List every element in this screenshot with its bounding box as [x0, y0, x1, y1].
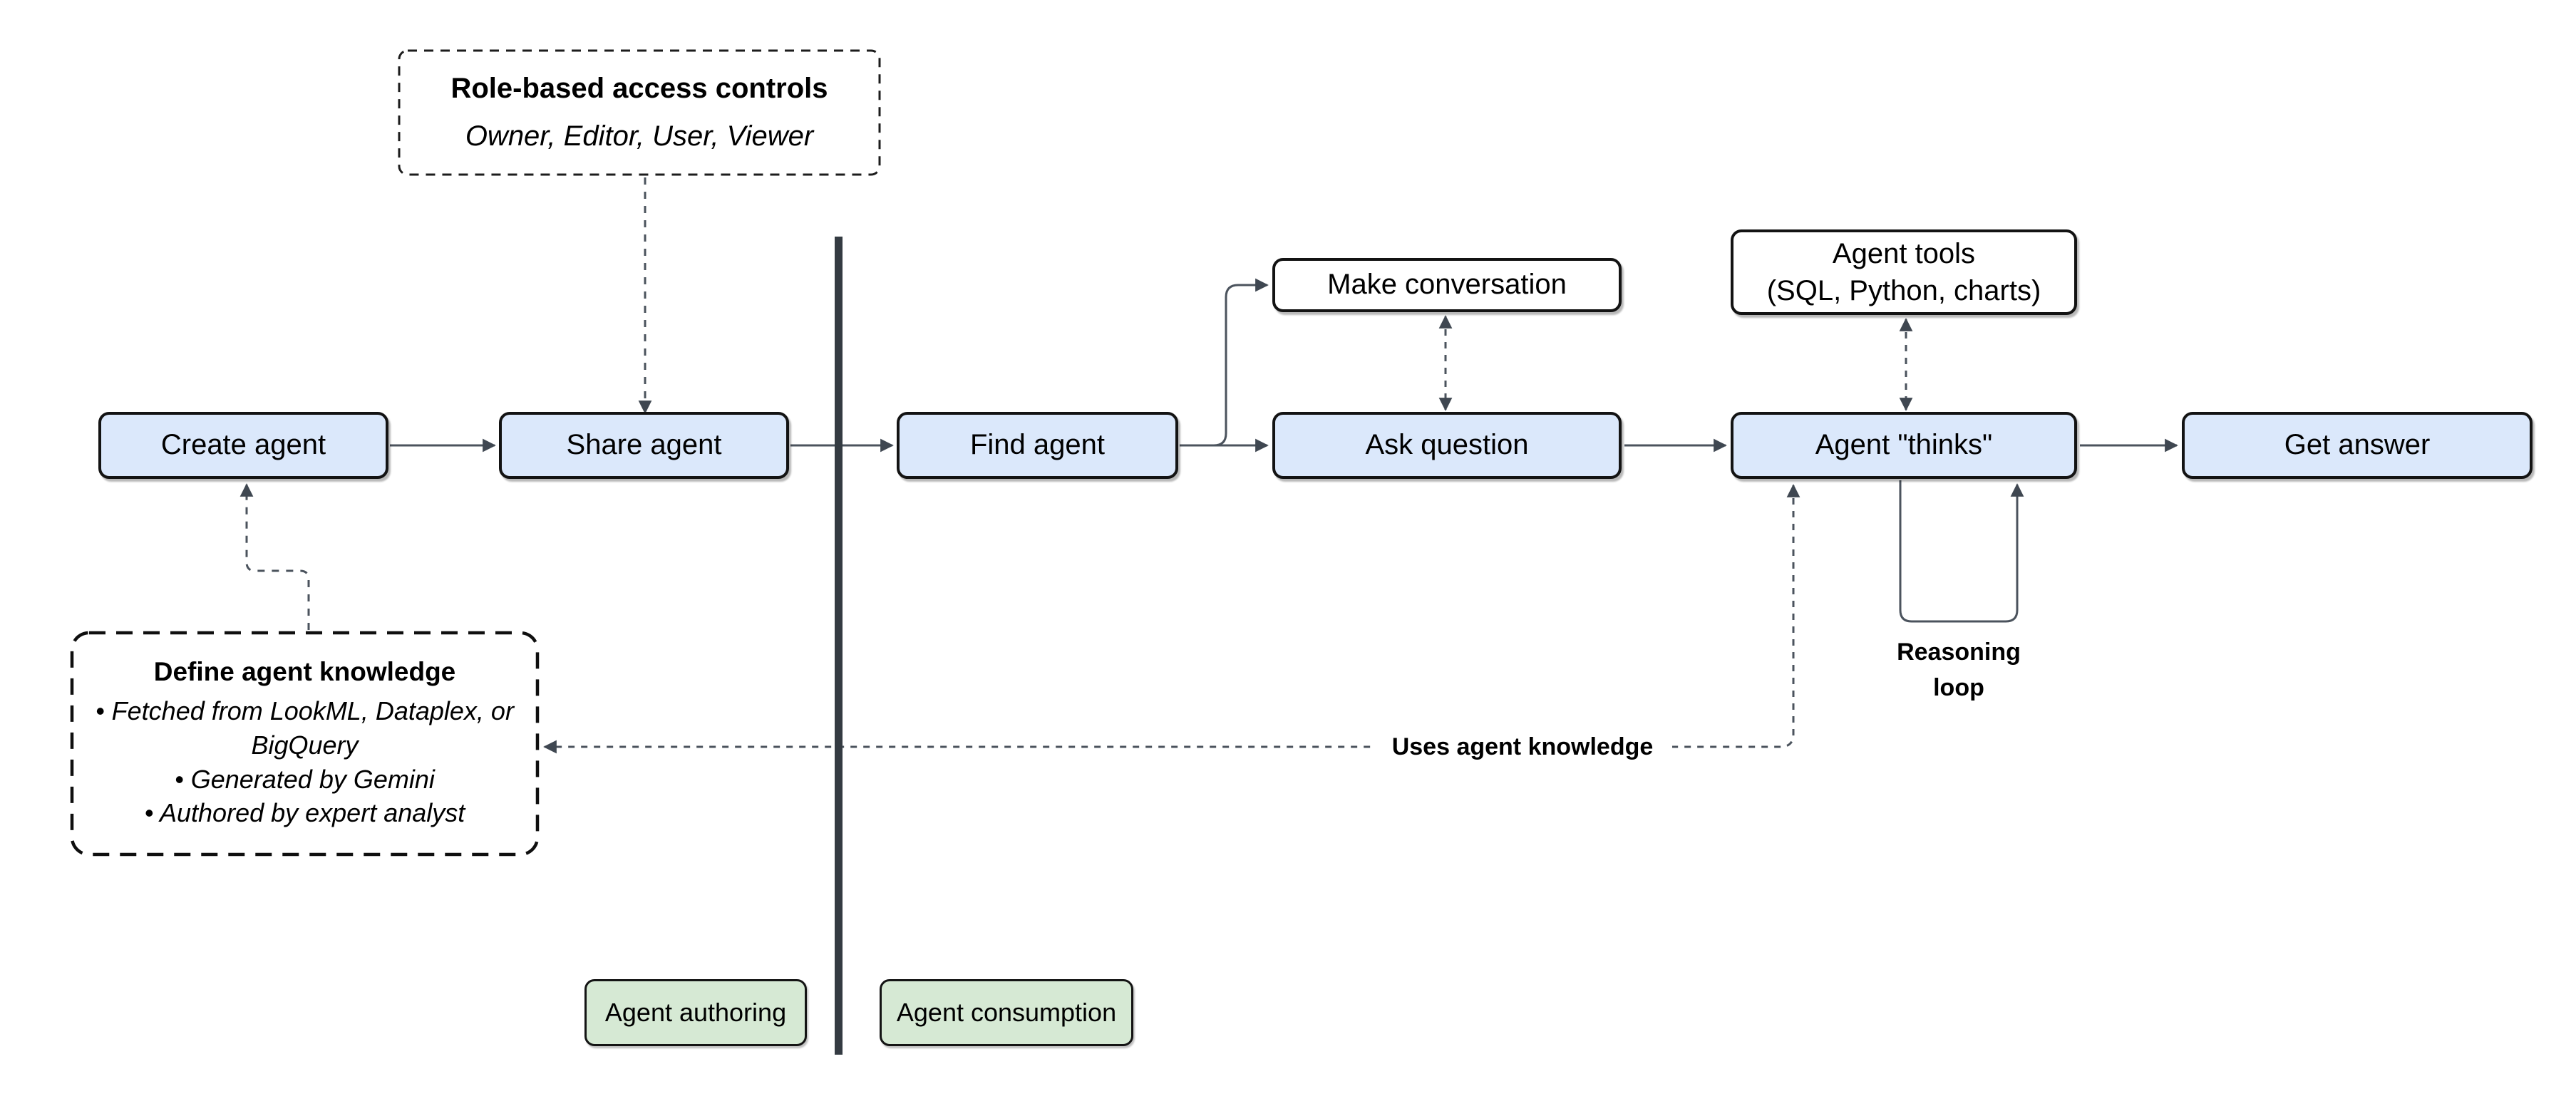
- rbac-note-outline: [398, 49, 881, 176]
- node-agent-thinks: Agent "thinks": [1731, 412, 2077, 479]
- zone-agent-authoring-label: Agent authoring: [604, 998, 787, 1027]
- node-make-conversation: Make conversation: [1272, 258, 1622, 312]
- zone-agent-authoring: Agent authoring: [584, 979, 807, 1046]
- knowledge-note-title: Define agent knowledge: [153, 657, 456, 687]
- node-get-answer-label: Get answer: [2284, 429, 2431, 461]
- node-ask-question: Ask question: [1272, 412, 1622, 479]
- uses-agent-knowledge-label: Uses agent knowledge: [1373, 728, 1672, 766]
- node-find-agent-label: Find agent: [969, 429, 1106, 461]
- node-find-agent: Find agent: [897, 412, 1178, 479]
- knowledge-bullet: Authored by expert analyst: [72, 796, 537, 830]
- rbac-note-roles: Owner, Editor, User, Viewer: [465, 120, 814, 152]
- zone-agent-consumption-label: Agent consumption: [896, 998, 1117, 1027]
- knowledge-bullet-list: Fetched from LookML, Dataplex, or BigQue…: [72, 694, 537, 830]
- connector-knowledge-to-create: [239, 483, 310, 630]
- node-share-agent-label: Share agent: [566, 429, 722, 461]
- knowledge-bullet: Generated by Gemini: [72, 763, 537, 797]
- node-agent-tools: Agent tools (SQL, Python, charts): [1731, 229, 2077, 315]
- node-agent-tools-label-line1: Agent tools: [1832, 238, 1976, 269]
- connector-reasoning-loop: [1899, 480, 2024, 623]
- node-get-answer: Get answer: [2182, 412, 2533, 479]
- node-make-conversation-label: Make conversation: [1327, 269, 1567, 301]
- node-agent-tools-label-line2: (SQL, Python, charts): [1766, 275, 2041, 306]
- node-create-agent-label: Create agent: [160, 429, 326, 461]
- rbac-note: Role-based access controls Owner, Editor…: [399, 51, 880, 175]
- reasoning-loop-label: Reasoning loop: [1897, 639, 2021, 701]
- node-create-agent: Create agent: [98, 412, 388, 479]
- node-share-agent: Share agent: [499, 412, 789, 479]
- node-agent-thinks-label: Agent "thinks": [1815, 429, 1993, 461]
- rbac-note-title: Role-based access controls: [450, 73, 828, 104]
- node-ask-question-label: Ask question: [1365, 429, 1529, 461]
- knowledge-note: Define agent knowledge Fetched from Look…: [72, 633, 537, 854]
- zone-agent-consumption: Agent consumption: [880, 979, 1133, 1046]
- knowledge-bullet: Fetched from LookML, Dataplex, or BigQue…: [72, 694, 537, 762]
- connector-uses-agent-knowledge: [543, 484, 1800, 754]
- connector-find-to-make-conversation: [1180, 278, 1269, 447]
- authoring-consumption-divider: [835, 237, 843, 1055]
